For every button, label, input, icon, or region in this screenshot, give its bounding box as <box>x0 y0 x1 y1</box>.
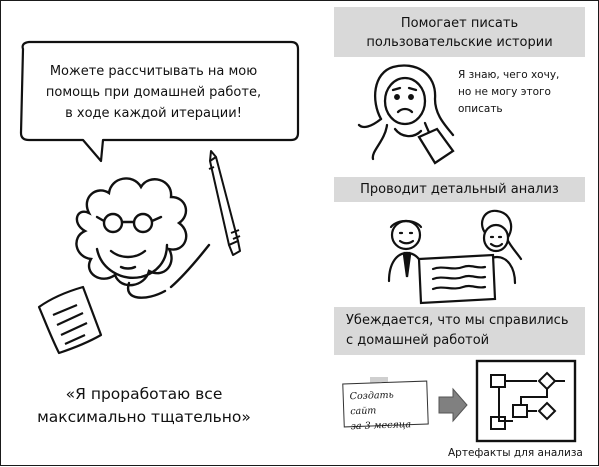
meeting-people-icon <box>387 209 523 305</box>
header-makes-sure-line-2: с домашней работой <box>346 333 490 348</box>
header-writes-stories-line-1: Помогает писать <box>400 16 519 31</box>
sticky-note-icon: Создать сайт за 3 месяца <box>342 380 429 432</box>
arrow-right-icon <box>438 387 468 423</box>
analyst-character-icon <box>75 177 211 299</box>
header-makes-sure: Убеждается, что мы справились с домашней… <box>334 307 585 355</box>
sticky-note-tab <box>370 377 388 383</box>
customer-note-line-1: Я знаю, чего хочу, <box>458 69 560 81</box>
speech-bubble-text: Можете рассчитывать на мою помощь при до… <box>31 61 276 124</box>
flowchart-icon <box>475 359 577 443</box>
bubble-line-2: помощь при домашней работе, <box>45 85 262 100</box>
artifacts-label: Артефакты для анализа <box>448 447 583 459</box>
document-icon <box>37 285 103 355</box>
header-detailed-analysis: Проводит детальный анализ <box>334 177 585 202</box>
header-writes-stories-line-2: пользовательские истории <box>366 35 553 50</box>
sticky-note-line-2: за 3 месяца <box>350 419 412 433</box>
speech-bubble <box>19 40 300 163</box>
quote-line-2: максимально тщательно» <box>37 408 251 426</box>
sticky-note-line-1: Создать сайт <box>349 389 394 418</box>
analyst-quote: «Я проработаю все максимально тщательно» <box>29 383 259 429</box>
pencil-icon <box>208 150 241 256</box>
quote-line-1: «Я проработаю все <box>65 385 223 403</box>
customer-woman-icon <box>357 64 455 165</box>
bubble-line-3: в ходе каждой итерации! <box>65 106 242 121</box>
customer-note-line-2: но не могу этого <box>458 86 551 98</box>
customer-note: Я знаю, чего хочу, но не могу этого опис… <box>458 67 588 118</box>
header-writes-stories: Помогает писать пользовательские истории <box>334 7 585 57</box>
bubble-line-1: Можете рассчитывать на мою <box>49 64 258 79</box>
header-makes-sure-line-1: Убеждается, что мы справились <box>346 313 569 328</box>
customer-note-line-3: описать <box>458 103 503 115</box>
